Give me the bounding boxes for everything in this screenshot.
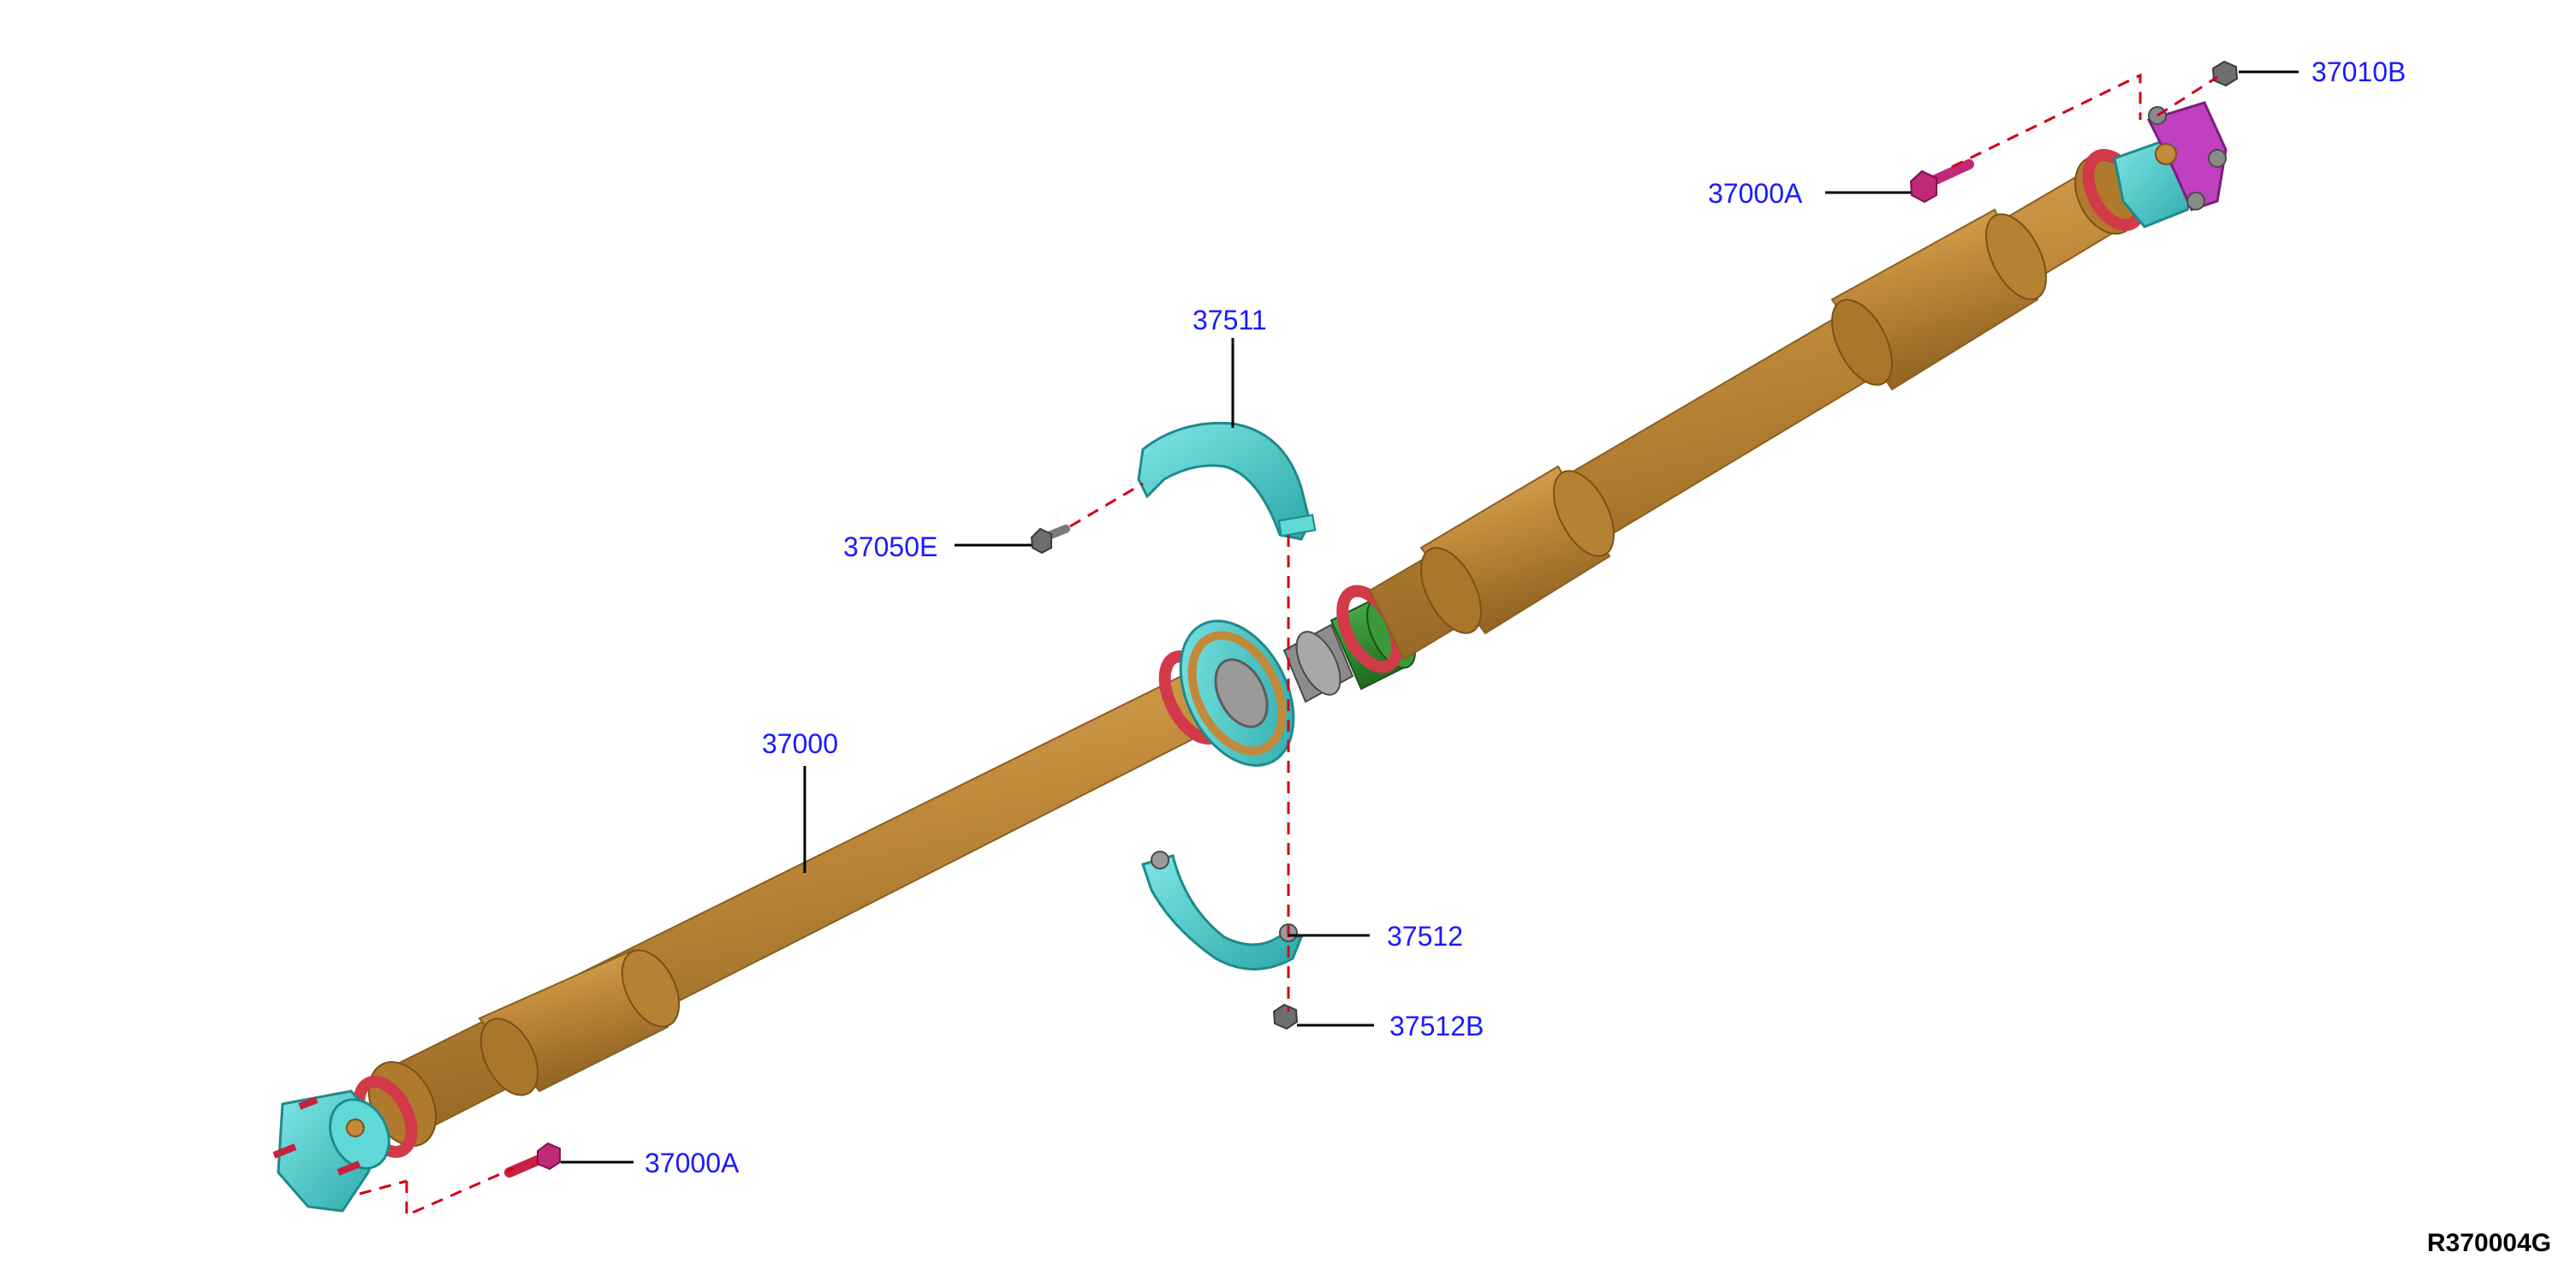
callout-37050e[interactable]: 37050E: [843, 531, 937, 562]
callout-37512[interactable]: 37512: [1387, 921, 1463, 952]
bracket-nut-37512b[interactable]: [1272, 1003, 1299, 1030]
flange-bolt-upper[interactable]: [1909, 159, 1974, 204]
alignment-lines: [359, 73, 2218, 1218]
bearing-bolt-37050e[interactable]: [1030, 525, 1070, 555]
front-flange-yoke[interactable]: [272, 1089, 401, 1213]
diagram-code: R370004G: [2427, 1229, 2551, 1257]
callout-37512b[interactable]: 37512B: [1389, 1011, 1484, 1042]
callout-37511[interactable]: 37511: [1193, 305, 1267, 335]
leader-lines: [561, 70, 2299, 1164]
lower-bearing-bracket-37512[interactable]: [1141, 851, 1304, 970]
callout-37000a-lower[interactable]: 37000A: [645, 1148, 740, 1178]
flange-nut-37010b[interactable]: [2211, 60, 2239, 87]
rear-shaft-tube[interactable]: [1368, 146, 2149, 661]
flange-bolt-lower[interactable]: [504, 1142, 561, 1178]
center-bearing[interactable]: [1157, 602, 1316, 784]
rear-universal-joint[interactable]: [2113, 101, 2228, 228]
callout-37000[interactable]: 37000: [762, 728, 838, 759]
slip-yoke[interactable]: [1282, 623, 1354, 703]
callout-37000a-upper[interactable]: 37000A: [1708, 178, 1803, 209]
callout-37010b[interactable]: 37010B: [2311, 56, 2406, 87]
upper-bearing-bracket-37511[interactable]: [1137, 421, 1317, 541]
